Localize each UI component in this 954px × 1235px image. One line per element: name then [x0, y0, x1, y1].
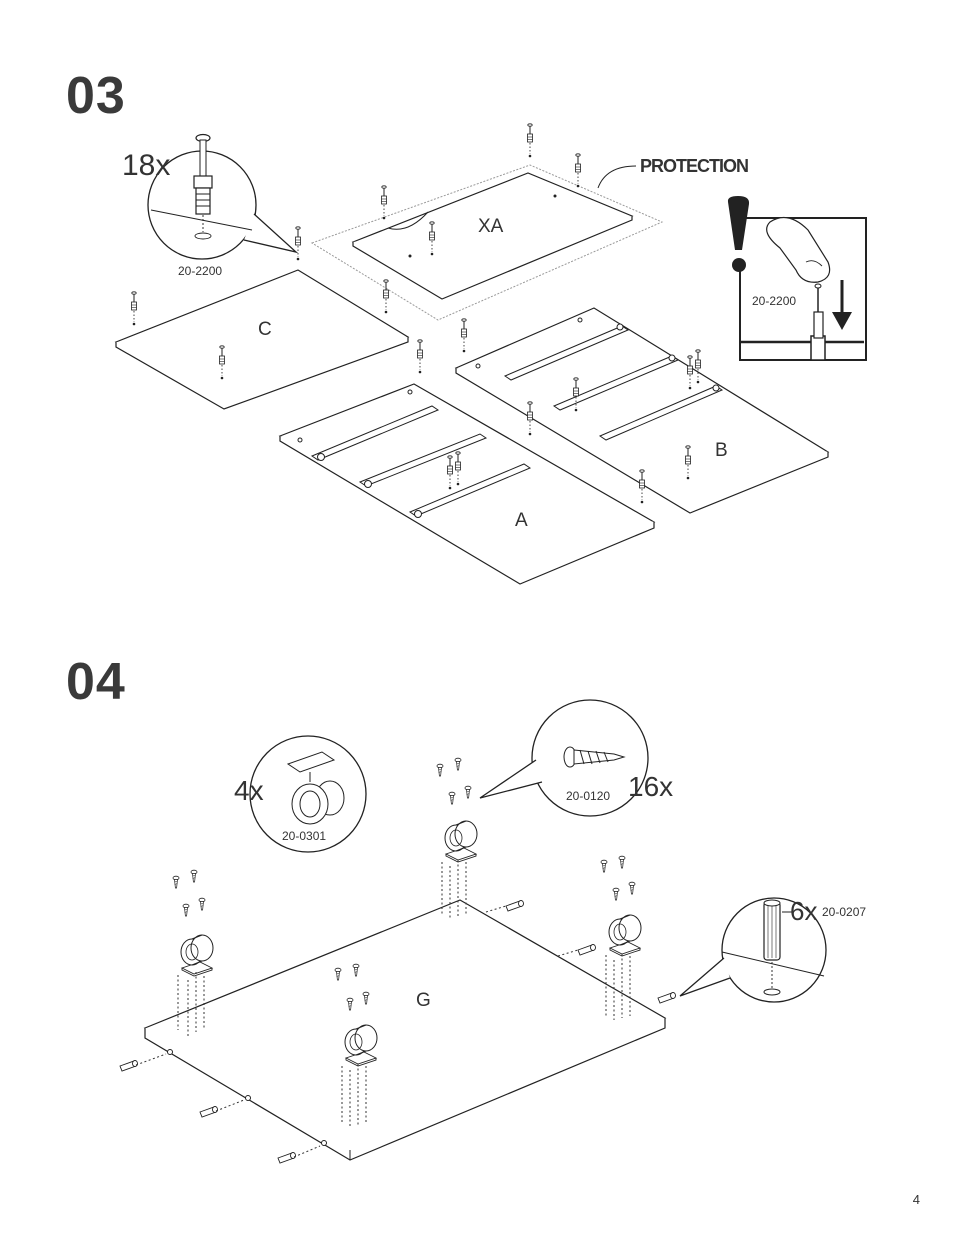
warning-box [727, 196, 867, 361]
panel-xa-label: XA [478, 216, 504, 237]
panel-c [114, 269, 410, 410]
arrow-down-icon [832, 312, 852, 330]
panel-c-label: C [258, 319, 272, 340]
protection-leader-line [597, 165, 637, 189]
cam-pin-quantity: 18x [122, 149, 170, 182]
exclamation-icon [727, 196, 750, 250]
panel-b [454, 307, 830, 514]
warning-part-number: 20-2200 [752, 294, 796, 308]
panel-g [143, 899, 667, 1161]
caster-callout [249, 735, 367, 853]
panel-b-label: B [715, 440, 728, 461]
panel-g-label: G [416, 990, 431, 1011]
caster-set-front [334, 963, 378, 1128]
caster-set-right [600, 855, 642, 1020]
cam-pin-part-number: 20-2200 [178, 264, 222, 278]
protection-sheet [310, 164, 664, 321]
dowel-callout [679, 897, 827, 1003]
screw-callout [479, 699, 649, 817]
panel-a [278, 383, 656, 585]
dowel-quantity: 6x [790, 896, 817, 926]
panel-xa [351, 172, 634, 300]
finger-icon [766, 216, 831, 283]
step-04-number: 04 [66, 653, 126, 711]
page-number: 4 [912, 1192, 920, 1207]
caster-set-back [436, 757, 478, 920]
panel-a-label: A [515, 510, 528, 531]
screw-part-number: 20-0120 [566, 789, 610, 803]
caster-quantity: 4x [234, 775, 264, 806]
caster-part-number: 20-0301 [282, 829, 326, 843]
protection-label: PROTECTION [640, 156, 748, 176]
dowels [119, 900, 676, 1164]
dowel-part-number: 20-0207 [822, 905, 866, 919]
cam-pin-callout [147, 133, 299, 260]
step-03-number: 03 [66, 67, 126, 125]
caster-set-left [172, 869, 214, 1036]
screw-quantity: 16x [628, 771, 673, 802]
